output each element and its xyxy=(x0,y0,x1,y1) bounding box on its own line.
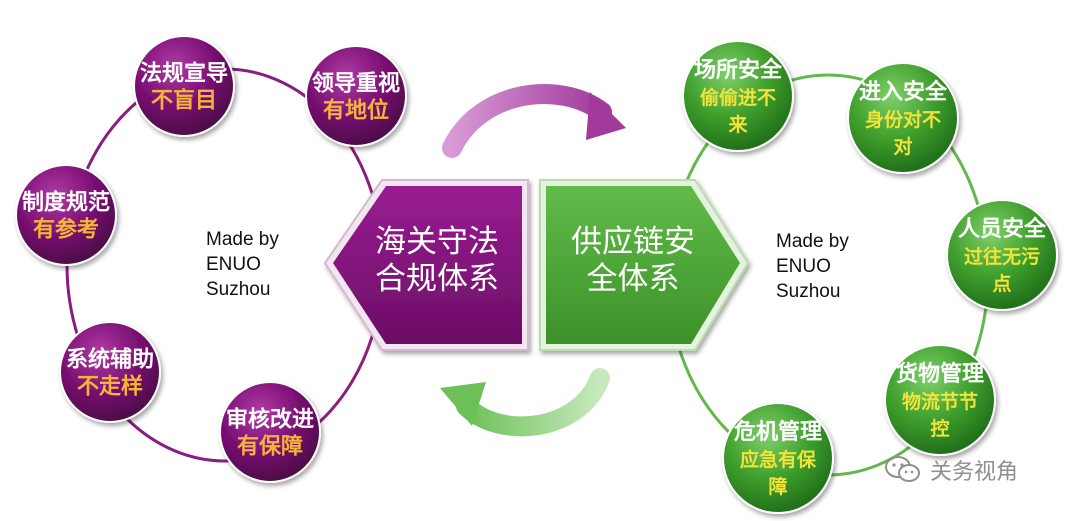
left-node-circle xyxy=(305,45,407,147)
right-node-title: 危机管理 xyxy=(734,419,822,445)
right-node-subtitle: 控 xyxy=(930,417,949,440)
left-node-title: 法规宣导 xyxy=(140,61,228,87)
right-node-circle xyxy=(682,40,794,152)
left-node-circle xyxy=(59,321,161,423)
right-node-subtitle: 来 xyxy=(728,114,747,136)
left-node-subtitle: 不盲目 xyxy=(151,88,217,114)
credit-left-line2: ENUO xyxy=(206,254,261,275)
right-node-circle xyxy=(847,62,959,174)
wechat-icon xyxy=(885,456,920,482)
credit-right-line3: Suzhou xyxy=(776,281,841,302)
right-node-circle xyxy=(722,402,834,514)
credit-right: Made by ENUO Suzhou xyxy=(776,229,886,304)
center-right-hexagon: 供应链安 全体系 xyxy=(539,179,750,351)
left-node-circle xyxy=(219,381,321,483)
right-node-subtitle: 障 xyxy=(768,475,787,498)
center-right-label-line1: 供应链安 xyxy=(571,224,695,260)
watermark-text: 关务视角 xyxy=(930,460,1019,485)
left-node-subtitle: 有参考 xyxy=(33,217,99,243)
left-node-title: 领导重视 xyxy=(312,71,400,97)
watermark: 关务视角 xyxy=(884,454,1018,486)
right-node-title: 进入安全 xyxy=(859,79,948,105)
left-node-circle xyxy=(133,35,235,137)
credit-right-line1: Made by xyxy=(776,231,849,252)
right-cycle-nodes: 场所安全偷偷进不来进入安全身份对不对人员安全过往无污点货物管理物流节节控危机管理… xyxy=(682,40,1058,514)
right-node-subtitle: 点 xyxy=(992,273,1011,295)
left-node-title: 审核改进 xyxy=(226,407,314,433)
right-node-subtitle: 过往无污 xyxy=(964,245,1040,268)
left-node-title: 系统辅助 xyxy=(66,347,154,373)
right-node-title: 人员安全 xyxy=(958,216,1047,242)
right-node-title: 货物管理 xyxy=(896,361,984,387)
credit-left-line1: Made by xyxy=(206,229,279,250)
left-node-title: 制度规范 xyxy=(22,190,110,216)
center-left-label-line2: 合规体系 xyxy=(375,261,499,297)
left-node-subtitle: 不走样 xyxy=(77,374,143,400)
right-node-subtitle: 应急有保 xyxy=(740,448,817,471)
right-node-title: 场所安全 xyxy=(694,57,783,83)
left-node-subtitle: 有保障 xyxy=(237,434,303,460)
credit-right-line2: ENUO xyxy=(776,256,831,277)
right-node-subtitle: 偷偷进不 xyxy=(700,86,776,109)
left-node-subtitle: 有地位 xyxy=(323,98,389,124)
center-left-label-line1: 海关守法 xyxy=(375,224,499,260)
center-left-hexagon: 海关守法 合规体系 xyxy=(323,179,529,351)
bottom-curved-arrow xyxy=(440,368,610,437)
right-node-subtitle: 对 xyxy=(893,135,912,158)
right-node-circle xyxy=(946,199,1058,311)
credit-left-line3: Suzhou xyxy=(206,279,271,300)
right-node-circle xyxy=(884,344,996,456)
credit-left: Made by ENUO Suzhou xyxy=(206,227,316,302)
center-right-label-line2: 全体系 xyxy=(587,261,680,297)
left-node-circle xyxy=(15,164,117,266)
top-curved-arrow xyxy=(442,84,626,158)
right-node-subtitle: 物流节节 xyxy=(902,390,978,413)
right-node-subtitle: 身份对不 xyxy=(865,108,941,131)
